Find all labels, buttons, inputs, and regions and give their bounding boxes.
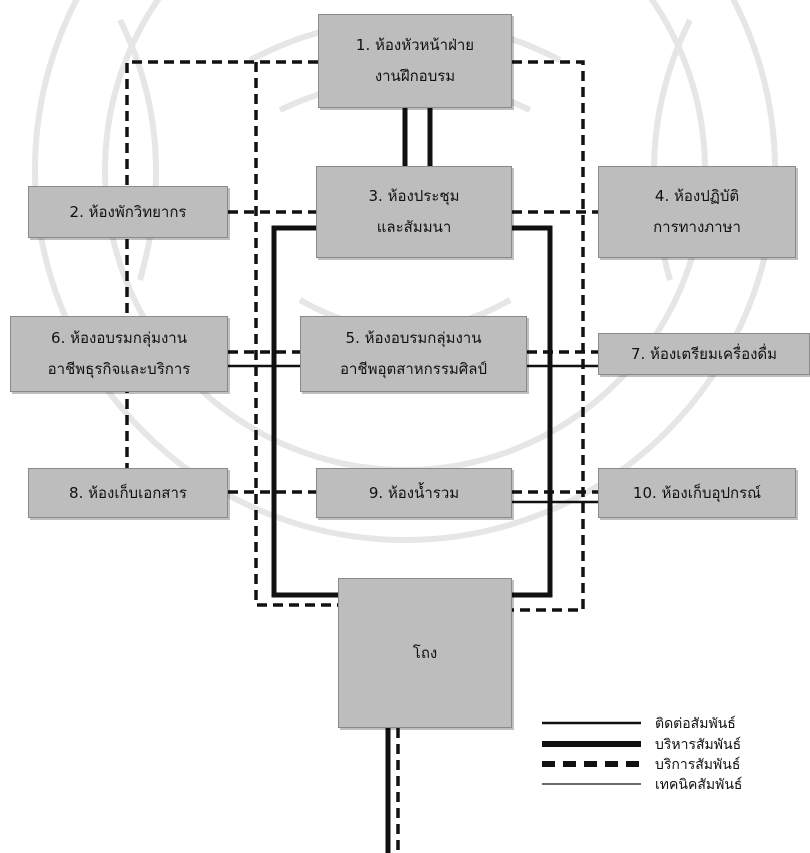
service-line-r1-left: [125, 60, 318, 494]
legend-samples: [542, 721, 641, 785]
room-3-meeting: 3. ห้องประชุม และสัมมนา: [316, 166, 512, 258]
room-5-label-line1: 5. ห้องอบรมกลุ่มงาน: [345, 329, 482, 347]
room-3-label-line1: 3. ห้องประชุม: [368, 187, 460, 205]
room-9-label: 9. ห้องน้ำรวม: [368, 483, 460, 502]
room-1-label-line2: งานฝึกอบรม: [374, 67, 456, 85]
hall-label: โถง: [412, 643, 438, 662]
room-5-label-line2: อาชีพอุตสาหกรรมศิลป์: [339, 360, 488, 378]
legend-label-service: บริการสัมพันธ์: [655, 757, 741, 773]
room-7-beverage-prep: 7. ห้องเตรียมเครื่องดื่ม: [598, 333, 810, 375]
admin-relation-lines: [271, 108, 553, 853]
room-2-label: 2. ห้องพักวิทยากร: [69, 202, 187, 221]
room-8-label: 8. ห้องเก็บเอกสาร: [69, 483, 187, 502]
admin-line-r3-hall-right: [512, 225, 553, 598]
admin-line-r3-hall-left: [271, 225, 338, 598]
service-line-r1-down: [254, 62, 338, 607]
room-6-label-line2: อาชีพธุรกิจและบริการ: [47, 360, 191, 378]
legend-label-contact: ติดต่อสัมพันธ์: [655, 716, 736, 732]
room-7-label: 7. ห้องเตรียมเครื่องดื่ม: [630, 344, 778, 363]
room-1-label-line1: 1. ห้องหัวหน้าฝ่าย: [355, 36, 475, 54]
room-8-document-storage: 8. ห้องเก็บเอกสาร: [28, 468, 228, 518]
room-1-head-of-training: 1. ห้องหัวหน้าฝ่าย งานฝึกอบรม: [318, 14, 512, 108]
room-6-label-line1: 6. ห้องอบรมกลุ่มงาน: [51, 329, 187, 347]
room-3-label-line2: และสัมมนา: [376, 218, 452, 236]
room-4-label-line2: การทางภาษา: [653, 218, 741, 236]
room-10-equipment-storage: 10. ห้องเก็บอุปกรณ์: [598, 468, 796, 518]
room-9-restroom: 9. ห้องน้ำรวม: [316, 468, 512, 518]
room-2-speaker-lounge: 2. ห้องพักวิทยากร: [28, 186, 228, 238]
room-4-language-lab: 4. ห้องปฏิบัติ การทางภาษา: [598, 166, 796, 258]
contact-relation-lines: [228, 364, 598, 504]
room-5-industrial-arts: 5. ห้องอบรมกลุ่มงาน อาชีพอุตสาหกรรมศิลป์: [300, 316, 527, 392]
hall: โถง: [338, 578, 512, 728]
service-line-r1-right: [512, 60, 585, 612]
legend-label-admin: บริหารสัมพันธ์: [655, 737, 742, 753]
room-4-label-line1: 4. ห้องปฏิบัติ: [654, 187, 740, 205]
legend-label-technical: เทคนิคสัมพันธ์: [655, 777, 743, 793]
service-relation-lines: [125, 60, 598, 853]
room-6-business-services: 6. ห้องอบรมกลุ่มงาน อาชีพธุรกิจและบริการ: [10, 316, 228, 392]
room-10-label: 10. ห้องเก็บอุปกรณ์: [632, 483, 762, 502]
